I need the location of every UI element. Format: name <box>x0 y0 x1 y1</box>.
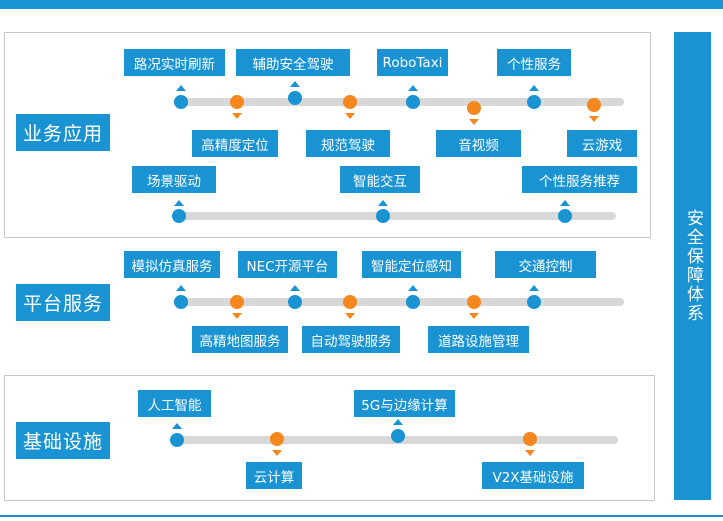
arrow-down-marker <box>345 313 355 319</box>
business-row1-track <box>178 98 624 106</box>
tag-smart-positioning-perception: 智能定位感知 <box>362 251 461 278</box>
tag-hd-map-service: 高精地图服务 <box>192 326 288 353</box>
arrow-up-marker <box>560 200 570 206</box>
tag-personal-service-recommendation: 个性服务推荐 <box>522 166 637 193</box>
arrow-up-marker <box>176 85 186 91</box>
arrow-up-marker <box>408 285 418 291</box>
tag-v2x-infrastructure: V2X基础设施 <box>482 462 584 489</box>
tag-traffic-control: 交通控制 <box>495 251 596 278</box>
timeline-node <box>270 432 284 446</box>
arrow-down-marker <box>272 450 282 456</box>
timeline-node <box>406 95 420 109</box>
tag-road-facility-management: 道路设施管理 <box>428 326 529 353</box>
arrow-down-marker <box>232 113 242 119</box>
infra-section-label: 基础设施 <box>16 422 110 459</box>
tag-high-precision-positioning: 高精度定位 <box>192 130 278 157</box>
arrow-down-marker <box>345 113 355 119</box>
tag-artificial-intelligence: 人工智能 <box>138 390 211 417</box>
tag-smart-interaction: 智能交互 <box>340 166 420 193</box>
tag-robotaxi: RoboTaxi <box>377 49 448 76</box>
timeline-node <box>376 209 390 223</box>
tag-simulation-service: 模拟仿真服务 <box>124 251 220 278</box>
timeline-node <box>523 432 537 446</box>
arrow-down-marker <box>525 450 535 456</box>
timeline-node <box>288 295 302 309</box>
platform-section-label: 平台服务 <box>16 284 110 321</box>
timeline-node <box>467 101 481 115</box>
tag-standard-driving: 规范驾驶 <box>306 130 390 157</box>
arrow-up-marker <box>174 200 184 206</box>
arrow-up-marker <box>290 285 300 291</box>
arrow-up-marker <box>408 85 418 91</box>
tag-autonomous-driving-service: 自动驾驶服务 <box>302 326 400 353</box>
timeline-node <box>230 95 244 109</box>
business-section-label: 业务应用 <box>16 114 110 151</box>
arrow-up-marker <box>529 85 539 91</box>
tag-nec-open-platform: NEC开源平台 <box>238 251 337 278</box>
arrow-up-marker <box>378 200 388 206</box>
timeline-node <box>467 295 481 309</box>
bottom-divider <box>0 515 723 517</box>
arrow-down-marker <box>469 313 479 319</box>
timeline-node <box>170 433 184 447</box>
timeline-node <box>406 295 420 309</box>
arrow-up-marker <box>393 419 403 425</box>
timeline-node <box>587 98 601 112</box>
arrow-up-marker <box>172 423 182 429</box>
tag-5g-edge-computing: 5G与边缘计算 <box>354 390 455 417</box>
timeline-node <box>558 209 572 223</box>
timeline-node <box>230 295 244 309</box>
timeline-node <box>288 91 302 105</box>
timeline-node <box>527 295 541 309</box>
timeline-node <box>172 209 186 223</box>
business-row2-track <box>178 212 616 220</box>
tag-scenario-driven: 场景驱动 <box>132 166 216 193</box>
arrow-down-marker <box>469 119 479 125</box>
timeline-node <box>343 295 357 309</box>
platform-track <box>178 298 624 306</box>
tag-assisted-safe-driving: 辅助安全驾驶 <box>236 49 350 76</box>
timeline-node <box>391 429 405 443</box>
arrow-up-marker <box>529 285 539 291</box>
tag-personal-service: 个性服务 <box>497 49 571 76</box>
timeline-node <box>343 95 357 109</box>
arrow-up-marker <box>176 285 186 291</box>
timeline-node <box>174 95 188 109</box>
tag-cloud-computing: 云计算 <box>246 462 302 489</box>
timeline-node <box>174 295 188 309</box>
tag-cloud-gaming: 云游戏 <box>567 130 637 157</box>
top-bar <box>0 0 723 9</box>
arrow-down-marker <box>589 116 599 122</box>
tag-road-realtime-refresh: 路况实时刷新 <box>124 49 225 76</box>
tag-audio-video: 音视频 <box>436 130 521 157</box>
arrow-down-marker <box>232 313 242 319</box>
arrow-up-marker <box>290 81 300 87</box>
security-system-bar: 安全保障体系 <box>674 32 711 500</box>
timeline-node <box>527 95 541 109</box>
